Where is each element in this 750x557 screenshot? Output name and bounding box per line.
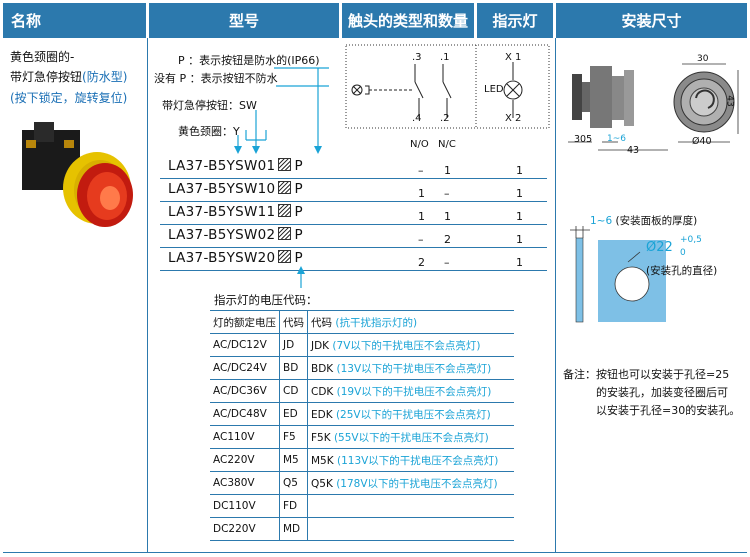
- panel-tol-up: +0,5: [680, 235, 702, 245]
- product-waterproof: (防水型): [82, 70, 128, 84]
- dim-side: 43: [724, 95, 735, 107]
- row-rule: [160, 178, 547, 179]
- nc-3: 1: [444, 210, 451, 223]
- bottom-rule: [3, 552, 747, 553]
- note-line3: 以安装于孔径=30的安装孔。: [596, 404, 741, 417]
- no-4: –: [418, 233, 424, 246]
- lamp-led: LED: [484, 84, 504, 95]
- contact-label-4: .4: [412, 113, 422, 124]
- product-line1: 黄色颈圈的-: [10, 50, 75, 64]
- legend-p: P ：表示按钮是防水的(IP66): [178, 54, 320, 67]
- no-5: 2: [418, 256, 425, 269]
- hatch-icon: [278, 158, 292, 171]
- hatch-icon: [278, 250, 292, 263]
- contact-label-1: .1: [440, 52, 450, 63]
- note-line2: 的安装孔，加装变径圈后可: [596, 386, 728, 399]
- col-divider: [555, 38, 556, 552]
- col-no: N/O: [410, 139, 429, 150]
- no-2: 1: [418, 187, 425, 200]
- dim-top: 30: [697, 54, 709, 64]
- dim-dia: Ø40: [692, 136, 712, 147]
- note-label: 备注：: [563, 368, 596, 381]
- nc-2: –: [444, 187, 450, 200]
- voltage-arrow: [297, 266, 305, 288]
- dim-small: 1~6: [607, 134, 626, 144]
- lamp-2: 1: [516, 187, 523, 200]
- col-divider: [147, 38, 148, 552]
- dim-bottom: 43: [627, 145, 640, 156]
- header-model: 型号: [149, 3, 339, 38]
- header-name: 名称: [3, 3, 146, 38]
- product-photo: [22, 122, 133, 227]
- lamp-1: 1: [516, 164, 523, 177]
- no-1: –: [418, 164, 424, 177]
- voltage-title: 指示灯的电压代码：: [214, 293, 318, 307]
- legend-nop: 没有 P ：表示按钮不防水: [154, 72, 278, 85]
- lamp-3: 1: [516, 210, 523, 223]
- lamp-4: 1: [516, 233, 523, 246]
- nc-1: 1: [444, 164, 451, 177]
- row-rule: [160, 224, 547, 225]
- row-rule: [160, 201, 547, 202]
- row-rule: [160, 270, 547, 271]
- contact-diagram: [345, 44, 550, 129]
- row-rule: [160, 247, 547, 248]
- dim-left: 305: [574, 134, 593, 145]
- panel-hole-note: (安装孔的直径): [646, 265, 718, 277]
- header-lamp: 指示灯: [477, 3, 553, 38]
- hatch-icon: [278, 227, 292, 240]
- legend-sw: 带灯急停按钮：SW: [162, 99, 257, 112]
- hatch-icon: [278, 204, 292, 217]
- no-3: 1: [418, 210, 425, 223]
- panel-drawing: [570, 226, 666, 323]
- header-mount: 安装尺寸: [556, 3, 747, 38]
- contact-label-3: .3: [412, 52, 422, 63]
- dimension-drawing: [568, 63, 739, 151]
- nc-5: –: [444, 256, 450, 269]
- col-nc: N/C: [438, 139, 456, 150]
- product-line2: 带灯急停按钮(防水型): [10, 70, 128, 84]
- nc-4: 2: [444, 233, 451, 246]
- panel-tol-down: 0: [680, 248, 686, 258]
- header-contacts: 触头的类型和数量: [342, 3, 474, 38]
- lamp-5: 1: [516, 256, 523, 269]
- note-line1: 按钮也可以安装于孔径=25: [596, 368, 730, 381]
- legend-y: 黄色颈圈：Y: [178, 125, 240, 138]
- hatch-icon: [278, 181, 292, 194]
- product-line3: (按下锁定，旋转复位): [10, 91, 128, 105]
- lamp-x1: X 1: [505, 52, 522, 63]
- contact-label-2: .2: [440, 113, 450, 124]
- lamp-x2: X 2: [505, 113, 522, 124]
- legend-arrows: [234, 67, 329, 154]
- panel-hole: Ø22: [646, 240, 673, 255]
- panel-thickness: 1~6 (安装面板的厚度): [590, 215, 698, 227]
